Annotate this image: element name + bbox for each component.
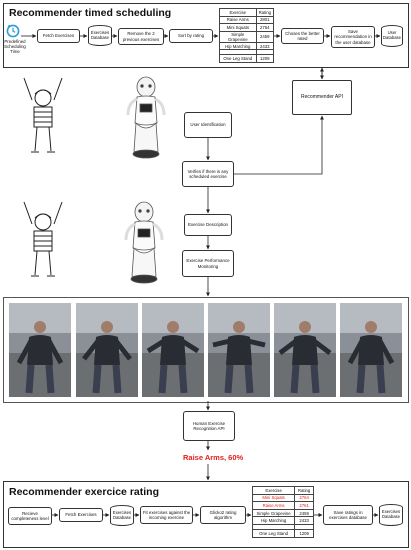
verify-schedule-step: Verfies if there is any scheduled exerci… bbox=[182, 161, 234, 187]
choose-best-step: Choses the better rated bbox=[281, 28, 324, 44]
exercise-monitoring-step: Exercise Performance Monitoring bbox=[182, 250, 234, 277]
glicko-rating-step: Glicko2 rating algorithm bbox=[200, 506, 246, 524]
video-frame bbox=[76, 303, 138, 397]
video-frame bbox=[340, 303, 402, 397]
video-frame bbox=[274, 303, 336, 397]
fetch-exercises-step: Fetch Exercises bbox=[37, 29, 80, 43]
exercises-database-step: Exercises Database bbox=[88, 25, 112, 46]
clock-icon bbox=[6, 24, 20, 43]
scheduling-panel-title: Recommender timed scheduling bbox=[9, 7, 172, 19]
fetch-exercises-step-bottom: Fetch Exercises bbox=[59, 508, 103, 522]
fit-exercises-step: Fit exercises against the incoming exerc… bbox=[140, 506, 193, 524]
recognition-result: Raise Arms, 60% bbox=[183, 453, 244, 462]
remove-previous-step: Remove the 2 previous exercises bbox=[118, 28, 164, 45]
video-frame bbox=[9, 303, 71, 397]
user-identification-step: User Identification bbox=[184, 112, 232, 138]
exercises-database-final-step: Exercises Database bbox=[379, 504, 403, 526]
scheduling-time-label: Predefined Scheduling Time bbox=[4, 39, 26, 55]
rating-panel-title: Recommender exercice rating bbox=[9, 486, 159, 498]
sort-by-rating-step: Sort by rating bbox=[169, 29, 213, 43]
exercise-description-step: Exercise Description bbox=[184, 214, 232, 236]
video-frame bbox=[208, 303, 270, 397]
video-frame bbox=[142, 303, 204, 397]
receive-completeness-step: Recieve completeness level bbox=[8, 507, 52, 525]
save-ratings-step: Save ratings in exercises database bbox=[323, 505, 373, 525]
exercises-database-step-bottom: Exercises Database bbox=[110, 505, 134, 526]
robot-figure-top bbox=[122, 75, 170, 166]
child-figure-bottom bbox=[20, 200, 66, 287]
recognition-api-node: Human Exercise Recognition API bbox=[183, 411, 235, 441]
robot-figure-bottom bbox=[120, 200, 168, 291]
save-recommendation-step: Save recommendation in the user database bbox=[331, 26, 375, 48]
user-database-step: User Database bbox=[381, 25, 403, 47]
child-figure-top bbox=[20, 76, 66, 163]
recommender-api-node: Recommender API bbox=[292, 80, 352, 115]
